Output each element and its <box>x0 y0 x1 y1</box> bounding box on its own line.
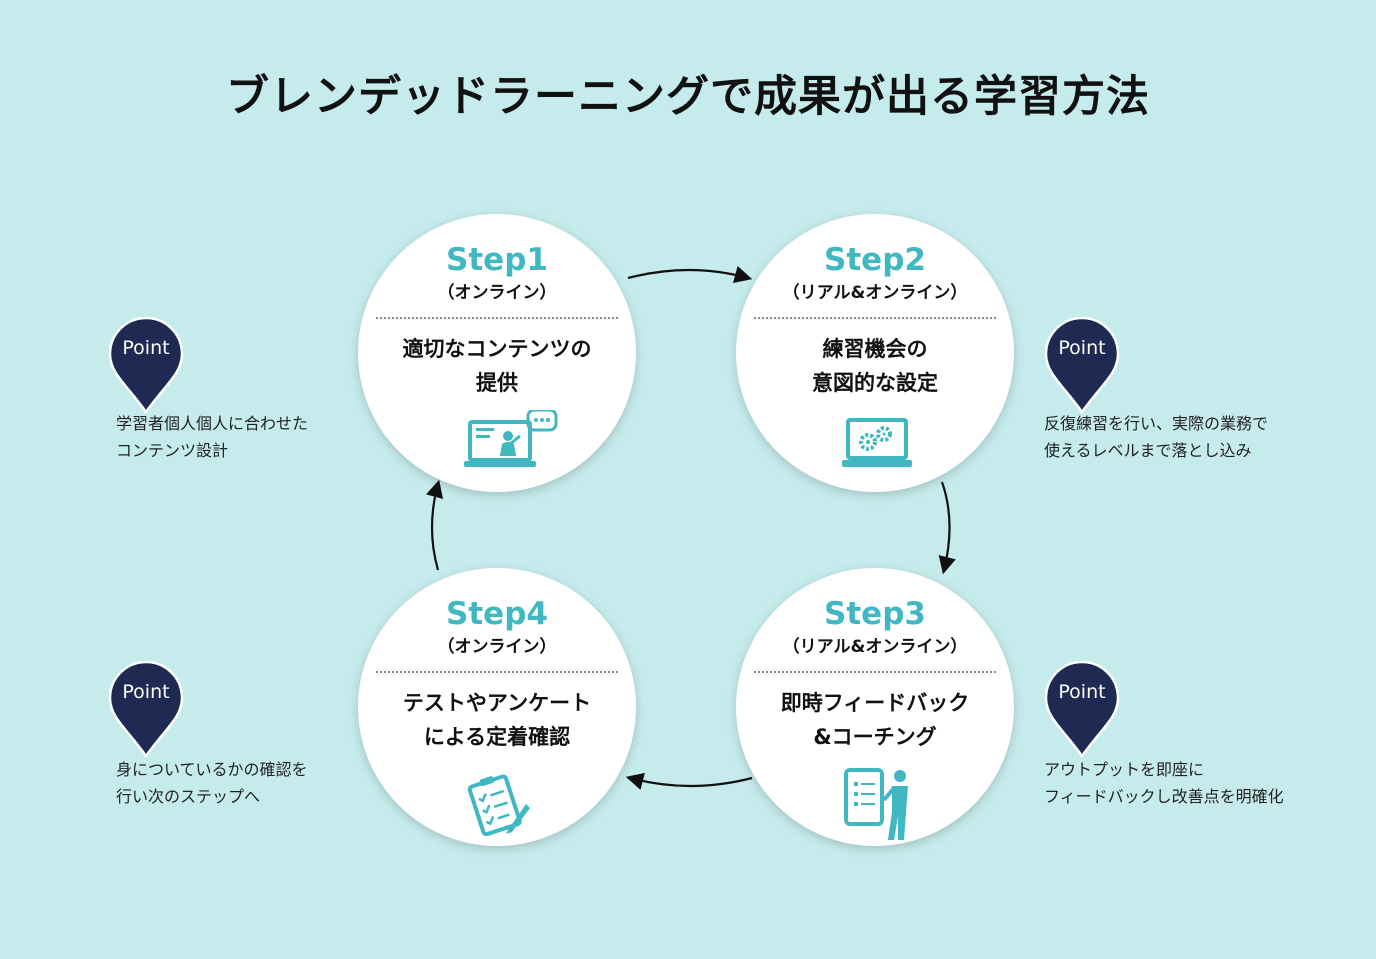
step4-circle: Step4 （オンライン） テストやアンケート による定着確認 <box>358 568 636 846</box>
arrow-step2-to-step3 <box>938 481 956 575</box>
point-note-4: 身についているかの確認を 行い次のステップへ <box>116 760 308 806</box>
step1-divider <box>376 317 618 319</box>
page-title: ブレンデッドラーニングで成果が出る学習方法 <box>226 72 1150 122</box>
laptop-gears-icon <box>842 418 912 467</box>
point-pin-4 <box>108 660 184 759</box>
tablet-person-icon <box>844 768 908 840</box>
step1-label: Step1 <box>446 242 548 278</box>
point-label-1: Point <box>122 337 170 359</box>
point-pin-1 <box>108 316 184 415</box>
point-note-3: アウトプットを即座に フィードバックし改善点を明確化 <box>1044 760 1284 806</box>
step1-mode: （オンライン） <box>437 283 557 303</box>
step3-divider <box>754 671 996 673</box>
checklist-icon <box>467 774 530 836</box>
step4-mode: （オンライン） <box>437 637 557 657</box>
step2-circle: Step2 （リアル&オンライン） 練習機会の 意図的な設定 <box>736 214 1014 492</box>
laptop-presenter-icon <box>464 410 558 467</box>
point-pin-3 <box>1044 660 1120 759</box>
point-pin-2 <box>1044 316 1120 415</box>
step1-description: 適切なコンテンツの 提供 <box>402 337 592 395</box>
arrow-step3-to-step4 <box>625 772 753 790</box>
step3-circle: Step3 （リアル&オンライン） 即時フィードバック &コーチング <box>736 568 1014 846</box>
point-label-4: Point <box>122 681 170 703</box>
arrow-step1-to-step2 <box>627 266 753 283</box>
point-label-2: Point <box>1058 337 1106 359</box>
step3-description: 即時フィードバック &コーチング <box>780 691 970 749</box>
step4-label: Step4 <box>446 596 548 632</box>
step1-circle: Step1 （オンライン） 適切なコンテンツの 提供 <box>358 214 636 492</box>
arrow-step4-to-step1 <box>426 479 444 571</box>
point-note-1: 学習者個人個人に合わせた コンテンツ設計 <box>116 414 309 460</box>
step4-description: テストやアンケート による定着確認 <box>402 691 592 749</box>
step2-description: 練習機会の 意図的な設定 <box>812 337 938 395</box>
step2-label: Step2 <box>824 242 926 278</box>
point-note-2: 反復練習を行い、実際の業務で 使えるレベルまで落とし込み <box>1044 414 1269 460</box>
step3-mode: （リアル&オンライン） <box>782 637 968 657</box>
step2-divider <box>754 317 996 319</box>
step2-mode: （リアル&オンライン） <box>782 283 968 303</box>
step3-label: Step3 <box>824 596 926 632</box>
point-label-3: Point <box>1058 681 1106 703</box>
step4-divider <box>376 671 618 673</box>
